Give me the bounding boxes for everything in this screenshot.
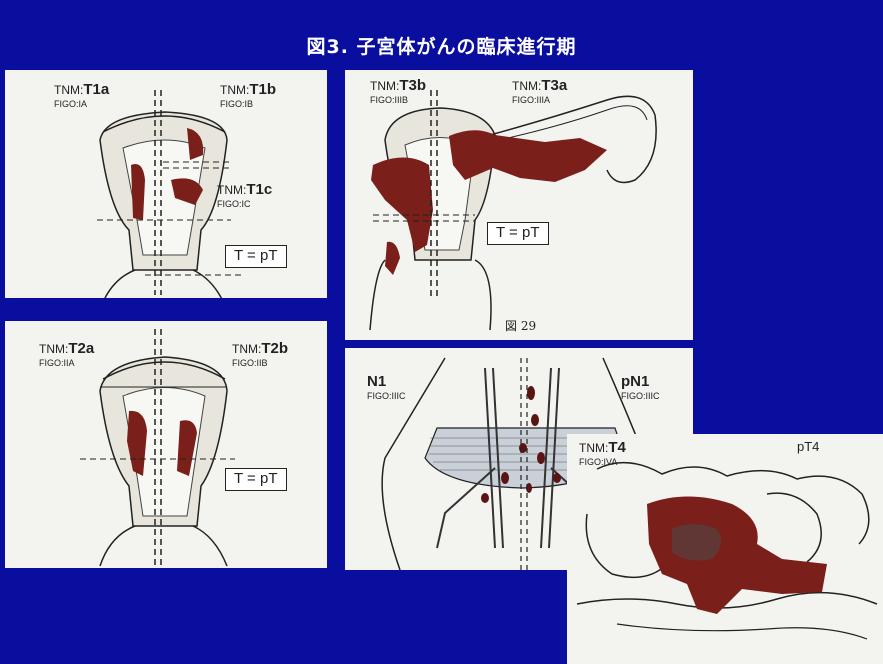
slide-title: 図3. 子宮体がんの臨床進行期 <box>0 32 883 59</box>
label-t4: TNM:T4 FIGO:IVA <box>579 440 626 467</box>
panel-t2: TNM:T2a FIGO:IIA TNM:T2b FIGO:IIB T = pT <box>5 321 327 568</box>
pelvis-t4-diagram <box>567 434 883 664</box>
uterus-t3-diagram <box>345 70 693 340</box>
label-t3a: TNM:T3a FIGO:IIIA <box>512 78 567 105</box>
label-t1b: TNM:T1b FIGO:IB <box>220 82 276 109</box>
label-t1a: TNM:T1a FIGO:IA <box>54 82 109 109</box>
t-equals-pt-box: T = pT <box>225 468 287 491</box>
t-equals-pt-box: T = pT <box>487 222 549 245</box>
panel-t3: TNM:T3b FIGO:IIIB TNM:T3a FIGO:IIIA T = … <box>345 70 693 340</box>
panel-t1: TNM:T1a FIGO:IA TNM:T1b FIGO:IB TNM:T1c … <box>5 70 327 298</box>
label-t3b: TNM:T3b FIGO:IIIB <box>370 78 426 105</box>
label-t1c: TNM:T1c FIGO:IC <box>217 182 272 209</box>
label-t2a: TNM:T2a FIGO:IIA <box>39 341 94 368</box>
label-pn1: pN1 FIGO:IIIC <box>621 374 660 401</box>
panel-t4: TNM:T4 FIGO:IVA pT4 <box>567 434 883 664</box>
t-equals-pt-box: T = pT <box>225 245 287 268</box>
label-n1: N1 FIGO:IIIC <box>367 374 406 401</box>
label-t2b: TNM:T2b FIGO:IIB <box>232 341 288 368</box>
label-pt4: pT4 <box>797 440 819 453</box>
figure-caption: 図 29 <box>505 317 536 334</box>
